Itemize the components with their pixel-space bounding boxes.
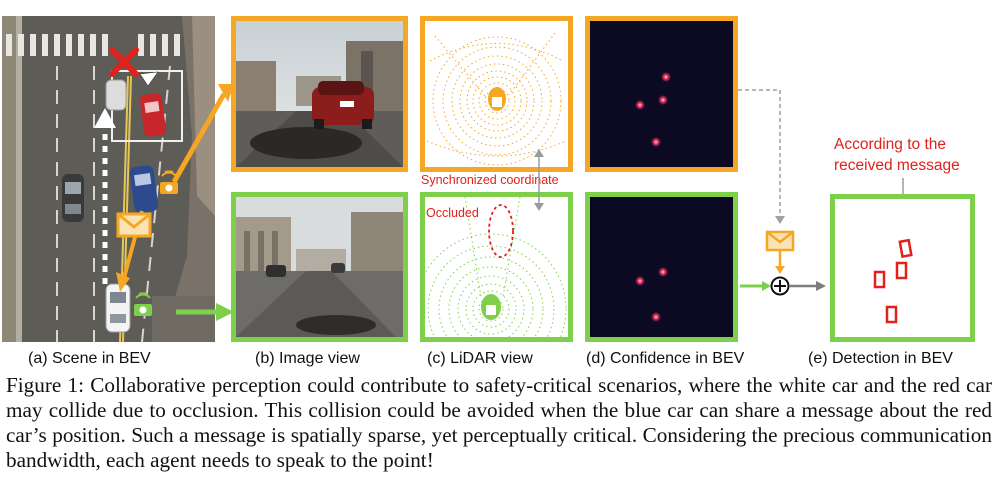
lidar-ego-marker-icon [488, 87, 506, 111]
panel-d-label: (d) Confidence in BEV [586, 350, 745, 367]
white-car [105, 283, 131, 333]
message-envelope-icon [116, 212, 152, 238]
sync-double-arrow [534, 149, 544, 211]
figure-caption: Figure 1: Collaborative perception could… [6, 373, 992, 473]
synchronized-coordinate-label: Synchronized coordinate [421, 173, 559, 187]
white-car-confidence-map [635, 267, 668, 322]
blue-car-camera-image [236, 21, 403, 167]
image-view-white-panel [231, 192, 408, 342]
occluded-region [488, 204, 514, 258]
image-view-blue-panel [231, 16, 408, 172]
fusion-plus-icon [770, 276, 790, 296]
white-car-camera-image [236, 197, 403, 337]
confidence-white-panel [585, 192, 738, 342]
panel-b-label: (b) Image view [255, 350, 360, 367]
detection-box [885, 305, 898, 324]
sensor-to-view-arrows [171, 84, 234, 321]
scene-bev-illustration [2, 16, 215, 342]
panel-e-label: (e) Detection in BEV [808, 350, 953, 367]
white-car-sensor-icon [134, 292, 152, 316]
dark-car [62, 174, 84, 222]
lidar-view-blue-panel [420, 16, 573, 172]
blue-car-lidar-points [426, 32, 567, 166]
occluded-label: Occluded [426, 206, 479, 220]
collision-x-icon [109, 47, 139, 77]
detection-box [898, 238, 913, 259]
confidence-blue-panel [585, 16, 738, 172]
according-label-line2: received message [834, 157, 960, 174]
detection-box [873, 270, 886, 289]
panel-a-label: (a) Scene in BEV [28, 350, 151, 367]
blue-car [129, 165, 159, 213]
blue-car-confidence-map [635, 72, 671, 147]
lidar-ego-marker-icon [481, 294, 501, 320]
white-car-lidar-points [425, 197, 567, 337]
detection-box [895, 261, 908, 280]
caption-text: Figure 1: Collaborative perception could… [6, 373, 992, 472]
detection-boxes [873, 238, 913, 324]
lidar-view-white-panel [420, 192, 573, 342]
red-car [139, 93, 167, 137]
panel-c-label: (c) LiDAR view [427, 350, 533, 367]
according-label-line1: According to the [834, 136, 947, 153]
scene-bev-panel [2, 16, 215, 342]
fusion-connectors [738, 89, 826, 296]
detection-bev-panel [830, 194, 975, 342]
fusion-envelope-icon [765, 230, 795, 252]
